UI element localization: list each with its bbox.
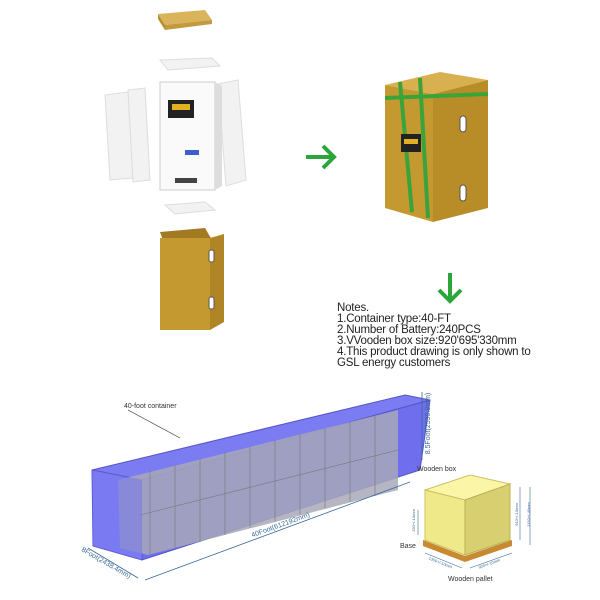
wooden-pallet-label: Wooden pallet: [448, 576, 493, 583]
note-item: 1.Container type:40-FT: [337, 313, 451, 325]
arrow-right-icon: [306, 144, 337, 170]
note-item: GSL energy customers: [337, 357, 451, 369]
box-lid: [158, 10, 212, 30]
open-cardboard-box: [160, 228, 224, 330]
wooden-box-label: Wooden box: [417, 466, 457, 473]
wooden-pallet: [417, 474, 531, 569]
dimension-lines: [87, 392, 423, 581]
notes-title: Notes.: [337, 302, 370, 314]
box-height-dim: 910+/-10mm: [513, 503, 519, 526]
notes-block: Notes. 1.Container type:40-FT 2.Number o…: [337, 302, 531, 369]
battery-unit: [159, 81, 222, 191]
container-label: 40-foot container: [124, 403, 177, 410]
foam-pieces: [104, 57, 247, 215]
battery-display: [185, 150, 199, 155]
note-item: 3.VVooden box size:920'695'330mm: [337, 335, 517, 347]
total-height-dim: 1150+/-40mm: [525, 502, 531, 527]
note-item: 2.Number of Battery:240PCS: [337, 324, 481, 336]
shipping-container: [91, 394, 431, 561]
base-label: Base: [400, 543, 416, 550]
arrow-down-icon: [437, 273, 463, 304]
base-height-dim: 330+/-10mm: [410, 509, 416, 532]
closed-cardboard-box: [384, 72, 489, 222]
note-item: 4.This product drawing is only shown to: [337, 346, 531, 358]
container-height-dim: 8.5Foot(2590.8mm): [425, 392, 433, 455]
